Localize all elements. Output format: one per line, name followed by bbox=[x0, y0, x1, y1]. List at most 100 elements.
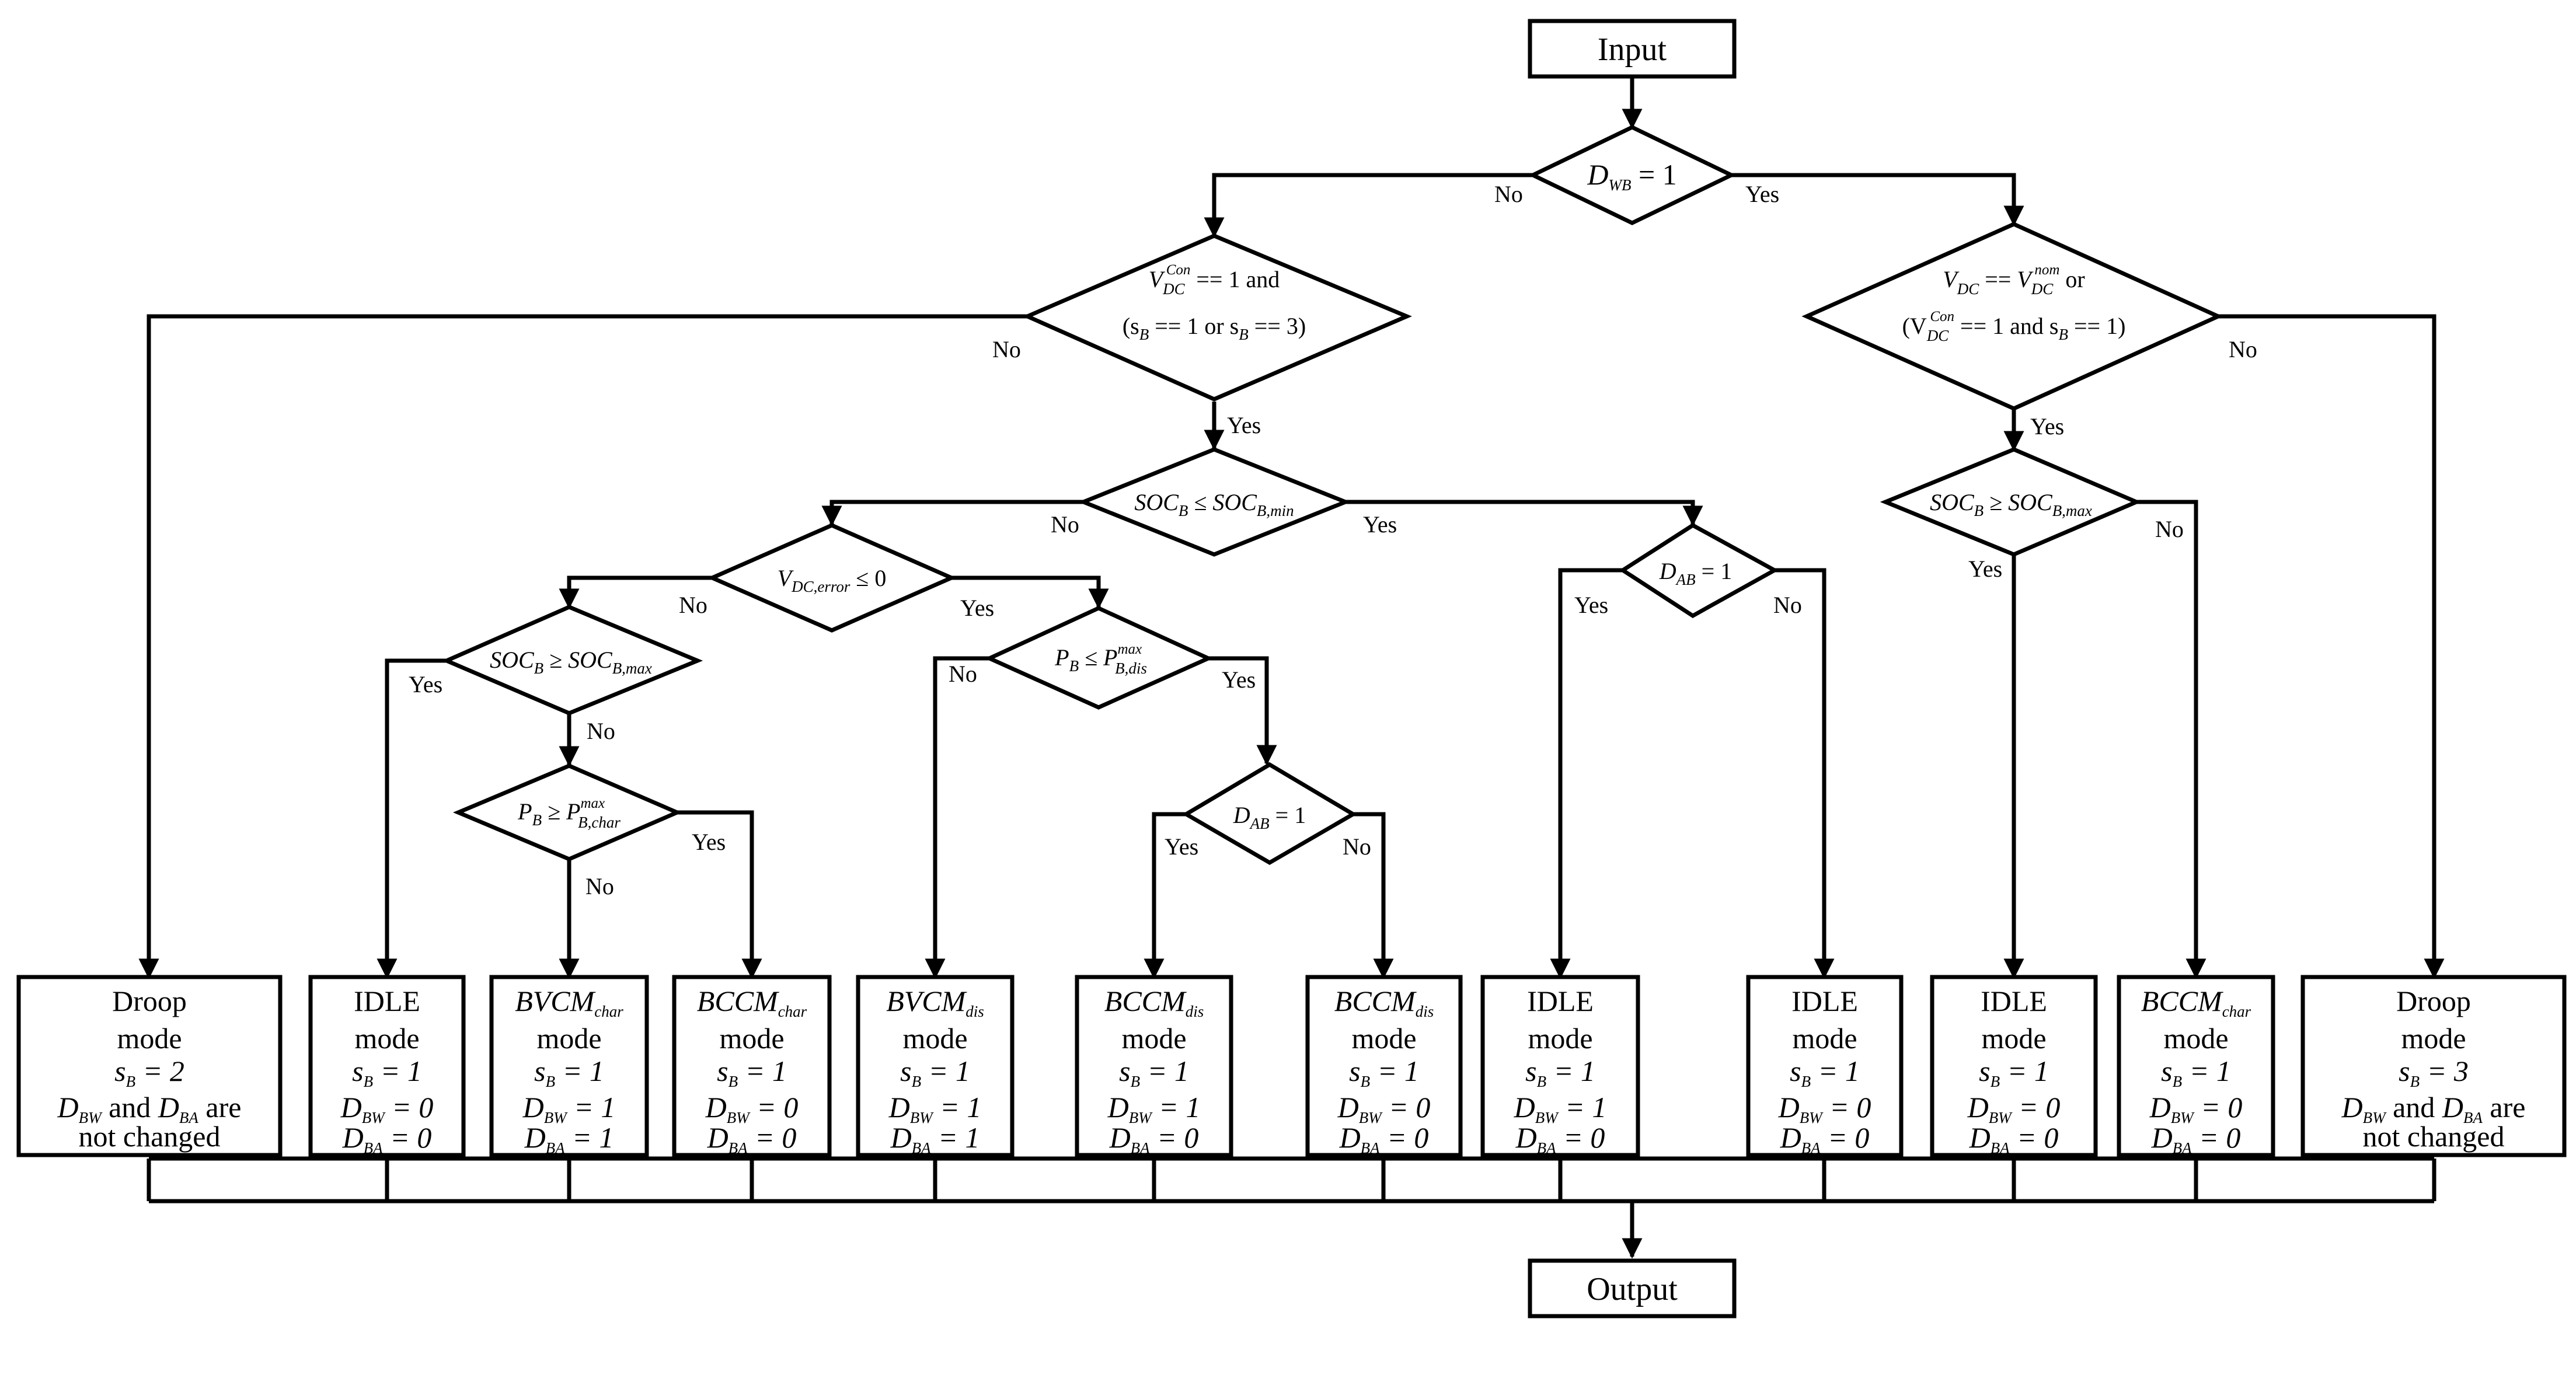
decision-vdc-con: VDCCon == 1 and (sB == 1 or sB == 3) bbox=[1022, 233, 1412, 402]
decision-dwb: DWB = 1 bbox=[1528, 125, 1737, 225]
svg-text:No: No bbox=[1494, 181, 1523, 207]
mode-state: sB = 1 bbox=[717, 1055, 787, 1090]
mode-dba: DBA = 0 bbox=[1109, 1121, 1199, 1157]
mode-word: mode bbox=[354, 1022, 419, 1055]
svg-text:No: No bbox=[2229, 336, 2257, 362]
mode-dba: DBA = 0 bbox=[1780, 1121, 1870, 1157]
mode-dbw: DBW = 1 bbox=[522, 1091, 616, 1126]
svg-text:Yes: Yes bbox=[1222, 667, 1256, 693]
mode-name: BCCMdis bbox=[1334, 985, 1434, 1020]
mode-state: sB = 1 bbox=[534, 1055, 604, 1090]
mode-dba: DBA = 0 bbox=[342, 1121, 432, 1157]
mode-name: Droop bbox=[2396, 985, 2471, 1017]
svg-text:DWB = 1: DWB = 1 bbox=[1587, 158, 1676, 194]
decision-soc-min: SOCB ≤ SOCB,min bbox=[1078, 447, 1351, 557]
mode-dba: DBA = 1 bbox=[524, 1121, 614, 1157]
decision-vdc-nom: VDC == VDCnom or (VDCCon == 1 and sB == … bbox=[1801, 222, 2223, 411]
decision-soc-max-right: SOCB ≥ SOCB,max bbox=[1880, 447, 2142, 557]
mode-dba: DBA = 1 bbox=[890, 1121, 980, 1157]
mode-dbw: DBW = 1 bbox=[888, 1091, 982, 1126]
mode-word: mode bbox=[1351, 1022, 1416, 1055]
svg-text:VDC == VDCnom or: VDC == VDCnom or bbox=[1943, 262, 2084, 298]
svg-text:Yes: Yes bbox=[409, 671, 442, 697]
mode-word: mode bbox=[719, 1022, 784, 1055]
mode-name: BCCMchar bbox=[697, 985, 807, 1020]
mode-dba: DBA = 0 bbox=[1339, 1121, 1429, 1157]
svg-text:VDCCon == 1 and: VDCCon == 1 and bbox=[1149, 262, 1280, 298]
mode-name: BVCMdis bbox=[886, 985, 984, 1020]
mode-dba: DBA = 0 bbox=[1969, 1121, 2059, 1157]
mode-state: sB = 1 bbox=[1979, 1055, 2049, 1090]
mode-dba: DBA = 0 bbox=[1515, 1121, 1605, 1157]
svg-text:Yes: Yes bbox=[1968, 556, 2002, 582]
mode-dba: DBA = 0 bbox=[707, 1121, 797, 1157]
decision-vdc-error: VDC,error ≤ 0 bbox=[707, 523, 957, 633]
mode-flags-note: not changed bbox=[79, 1120, 221, 1153]
mode-name: BCCMchar bbox=[2141, 985, 2251, 1020]
mode-state: sB = 3 bbox=[2399, 1055, 2469, 1090]
svg-text:Yes: Yes bbox=[1165, 833, 1198, 860]
mode-name: IDLE bbox=[354, 985, 420, 1017]
mode-state: sB = 1 bbox=[900, 1055, 970, 1090]
svg-text:No: No bbox=[949, 661, 977, 687]
svg-text:(VDCCon == 1 and sB == 1): (VDCCon == 1 and sB == 1) bbox=[1902, 309, 2126, 344]
mode-dbw: DBW = 0 bbox=[340, 1091, 434, 1126]
svg-text:No: No bbox=[679, 592, 707, 618]
mode-state: sB = 1 bbox=[1790, 1055, 1860, 1090]
svg-text:DAB = 1: DAB = 1 bbox=[1233, 802, 1306, 832]
mode-dbw: DBW = 1 bbox=[1514, 1091, 1607, 1126]
mode-word: mode bbox=[2401, 1022, 2466, 1055]
mode-word: mode bbox=[2163, 1022, 2228, 1055]
svg-text:No: No bbox=[1773, 592, 1802, 618]
mode-word: mode bbox=[536, 1022, 601, 1055]
svg-text:SOCB ≥ SOCB,max: SOCB ≥ SOCB,max bbox=[1930, 489, 2092, 519]
mode-name: BCCMdis bbox=[1104, 985, 1204, 1020]
mode-state: sB = 1 bbox=[2161, 1055, 2231, 1090]
svg-text:No: No bbox=[2155, 516, 2184, 542]
svg-text:SOCB ≥ SOCB,max: SOCB ≥ SOCB,max bbox=[490, 647, 652, 677]
svg-text:SOCB ≤ SOCB,min: SOCB ≤ SOCB,min bbox=[1134, 489, 1294, 519]
svg-text:No: No bbox=[1343, 833, 1371, 860]
output-box: Output bbox=[1528, 1258, 1737, 1318]
mode-name: IDLE bbox=[1981, 985, 2047, 1017]
mode-name: Droop bbox=[112, 985, 187, 1017]
mode-dbw: DBW = 0 bbox=[1337, 1091, 1431, 1126]
mode-dbw: DBW = 0 bbox=[1778, 1091, 1871, 1126]
mode-flags: DBW and DBA are bbox=[2341, 1091, 2526, 1126]
mode-word: mode bbox=[1121, 1022, 1186, 1055]
decision-soc-max-left: SOCB ≥ SOCB,max bbox=[441, 605, 703, 716]
output-label: Output bbox=[1587, 1271, 1678, 1307]
mode-word: mode bbox=[902, 1022, 967, 1055]
mode-dba: DBA = 0 bbox=[2151, 1121, 2241, 1157]
mode-state: sB = 2 bbox=[114, 1055, 184, 1090]
input-box: Input bbox=[1528, 19, 1737, 79]
mode-boxes: Droop mode sB = 2 DBW and DBA are not change… bbox=[16, 975, 2567, 1157]
mode-dbw: DBW = 0 bbox=[1967, 1091, 2061, 1126]
connectors bbox=[138, 76, 2445, 1259]
mode-word: mode bbox=[1792, 1022, 1857, 1055]
mode-word: mode bbox=[1528, 1022, 1592, 1055]
mode-name: BVCMchar bbox=[515, 985, 623, 1020]
mode-name: IDLE bbox=[1527, 985, 1594, 1017]
mode-state: sB = 1 bbox=[1525, 1055, 1595, 1090]
svg-text:No: No bbox=[585, 873, 614, 899]
input-label: Input bbox=[1598, 32, 1667, 68]
svg-text:No: No bbox=[587, 718, 615, 744]
svg-text:(sB == 1 or sB == 3): (sB == 1 or sB == 3) bbox=[1123, 313, 1306, 343]
svg-text:DAB = 1: DAB = 1 bbox=[1659, 558, 1732, 588]
